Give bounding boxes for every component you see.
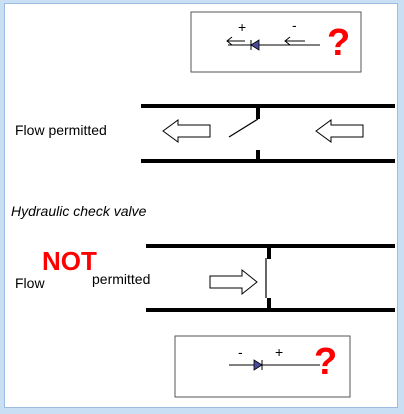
lower-pipe (146, 244, 395, 312)
hollow-arrow-left-icon (315, 119, 364, 143)
upper-pipe (141, 104, 395, 163)
diode-icon (250, 39, 260, 51)
top-diode-box (190, 11, 362, 73)
hollow-arrow-right-icon (209, 268, 258, 296)
question-mark-icon: ? (314, 341, 338, 383)
plus-sign: + (275, 344, 284, 360)
hollow-arrow-left-icon (162, 119, 211, 143)
plus-sign: + (238, 19, 247, 35)
permitted-label: permitted (92, 271, 151, 287)
flow-permitted-label: Flow permitted (15, 122, 107, 138)
not-label: NOT (42, 246, 97, 276)
minus-sign: - (292, 17, 297, 33)
arrow-left-icon (226, 36, 245, 46)
top-diode-symbol (226, 36, 320, 51)
minus-sign: - (238, 344, 243, 360)
flap-valve-icon (228, 118, 259, 138)
flow-label: Flow (15, 275, 45, 291)
check-valve-title: Hydraulic check valve (11, 203, 147, 219)
diode-icon (253, 359, 263, 371)
arrow-left-icon (284, 36, 305, 46)
question-mark-icon: ? (327, 22, 351, 64)
bottom-diode-symbol (229, 359, 320, 371)
